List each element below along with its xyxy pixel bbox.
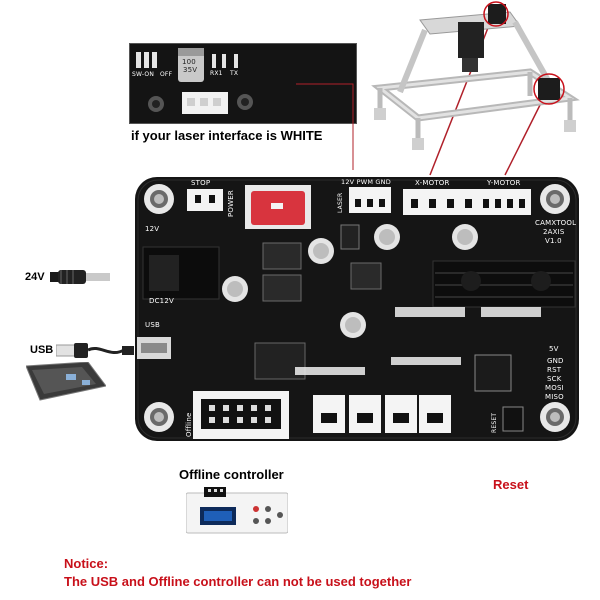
label-y-motor: Y-MOTOR <box>487 179 521 187</box>
label-laser: LASER <box>337 192 344 213</box>
laptop-image <box>26 362 106 401</box>
inset-caption: if your laser interface is WHITE <box>131 128 323 143</box>
dc-plug-image <box>50 270 110 284</box>
reset-caption: Reset <box>493 477 529 492</box>
inset-label-sw-on: SW-ON <box>132 71 155 78</box>
label-stop: STOP <box>191 179 211 187</box>
notice-title: Notice: <box>64 556 109 571</box>
inset-label-cap-voltage: 35V <box>183 66 198 74</box>
label-version: V1.0 <box>545 237 562 245</box>
offline-controller-image <box>186 487 288 534</box>
label-offline: Offline <box>185 412 193 437</box>
label-reset: RESET <box>491 412 498 433</box>
label-dc12v: DC12V <box>149 297 174 305</box>
inset-label-rx: RX1 <box>210 70 223 77</box>
label-isp-sck: SCK <box>547 375 562 383</box>
inset-label-cap-value: 100 <box>182 58 196 66</box>
laser-interface-photo <box>130 44 356 123</box>
label-isp-mosi: MOSI <box>545 384 564 392</box>
power-in-label: 24V <box>25 271 45 283</box>
inset-label-tx: TX <box>230 70 239 77</box>
label-usb: USB <box>145 321 160 329</box>
notice-text: The USB and Offline controller can not b… <box>64 574 412 589</box>
label-model: 2AXIS <box>543 228 565 236</box>
offline-controller-caption: Offline controller <box>179 467 284 482</box>
label-12v: 12V <box>145 225 160 233</box>
usb-label: USB <box>30 344 54 356</box>
leader-lines <box>296 9 546 176</box>
label-brand: CAMXTOOL <box>535 219 577 227</box>
label-x-motor: X-MOTOR <box>415 179 450 187</box>
label-power: POWER <box>227 190 235 217</box>
usb-cable-image <box>56 343 134 358</box>
controller-board: STOP POWER 12V PWM GND LASER X-MOTOR Y-M… <box>135 177 579 441</box>
laser-engraver-image <box>371 1 580 150</box>
label-isp-gnd: GND <box>547 357 564 365</box>
label-isp-miso: MISO <box>545 393 564 401</box>
inset-label-off: OFF <box>160 71 173 78</box>
label-isp-5v: 5V <box>549 345 559 353</box>
label-pwm: 12V PWM GND <box>341 178 391 186</box>
label-isp-rst: RST <box>547 366 562 374</box>
pcb-graphic <box>135 177 579 441</box>
